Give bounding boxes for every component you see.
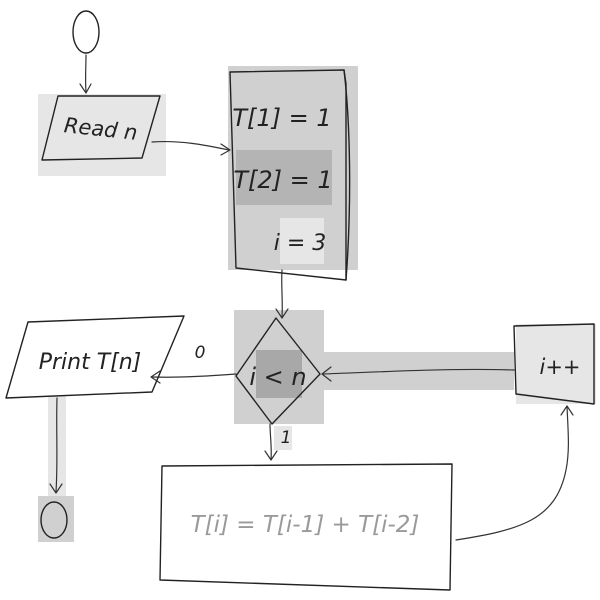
true-label-highlight: [274, 426, 292, 450]
edge-compute-increment-arrowhead: [560, 405, 574, 416]
init-node: [229, 69, 347, 281]
start-node: [72, 10, 100, 54]
increment-node: [513, 323, 595, 405]
edge-decision-print: [151, 373, 237, 378]
decision-node-text: i < n: [249, 363, 306, 391]
edge-init-decision: [281, 269, 283, 319]
init-line2-highlight: [236, 150, 332, 205]
init-line3-highlight: [280, 218, 324, 264]
edge-print-end-arrowhead: [49, 483, 63, 494]
read-node: [41, 95, 161, 161]
init-line-1: T[1] = 1: [232, 104, 331, 132]
edge-init-decision-arrowhead: [275, 308, 289, 319]
end-highlight: [38, 496, 74, 542]
edge-print-end: [55, 397, 58, 493]
read-highlight: [38, 94, 166, 176]
edge-decision-compute: [269, 423, 272, 461]
init-line-2: T[2] = 1: [233, 166, 332, 194]
print-node: [5, 315, 185, 399]
init-line-3: i = 3: [274, 231, 327, 256]
decision-text-highlight: [256, 350, 302, 398]
edge-compute-increment: [455, 405, 569, 541]
print-node-text: Print T[n]: [39, 350, 142, 375]
true-branch-label: 1: [281, 428, 292, 448]
edge-start-read-arrowhead: [79, 83, 92, 94]
increment-highlight: [516, 324, 596, 404]
edge-decision-compute-arrowhead: [264, 450, 278, 461]
decision-node: [235, 317, 321, 425]
edge-increment-decision-arrowhead: [321, 366, 332, 382]
compute-node: [159, 463, 453, 591]
end-node: [40, 501, 68, 539]
edge-increment-decision: [321, 368, 515, 375]
edge-read-init-arrowhead: [220, 143, 231, 156]
compute-node-text: T[i] = T[i-1] + T[i-2]: [191, 512, 420, 538]
edge-read-init: [151, 140, 230, 151]
false-branch-label: 0: [195, 343, 206, 363]
increment-node-text: i++: [539, 355, 580, 379]
init-node-edge-stroke: [343, 69, 351, 281]
